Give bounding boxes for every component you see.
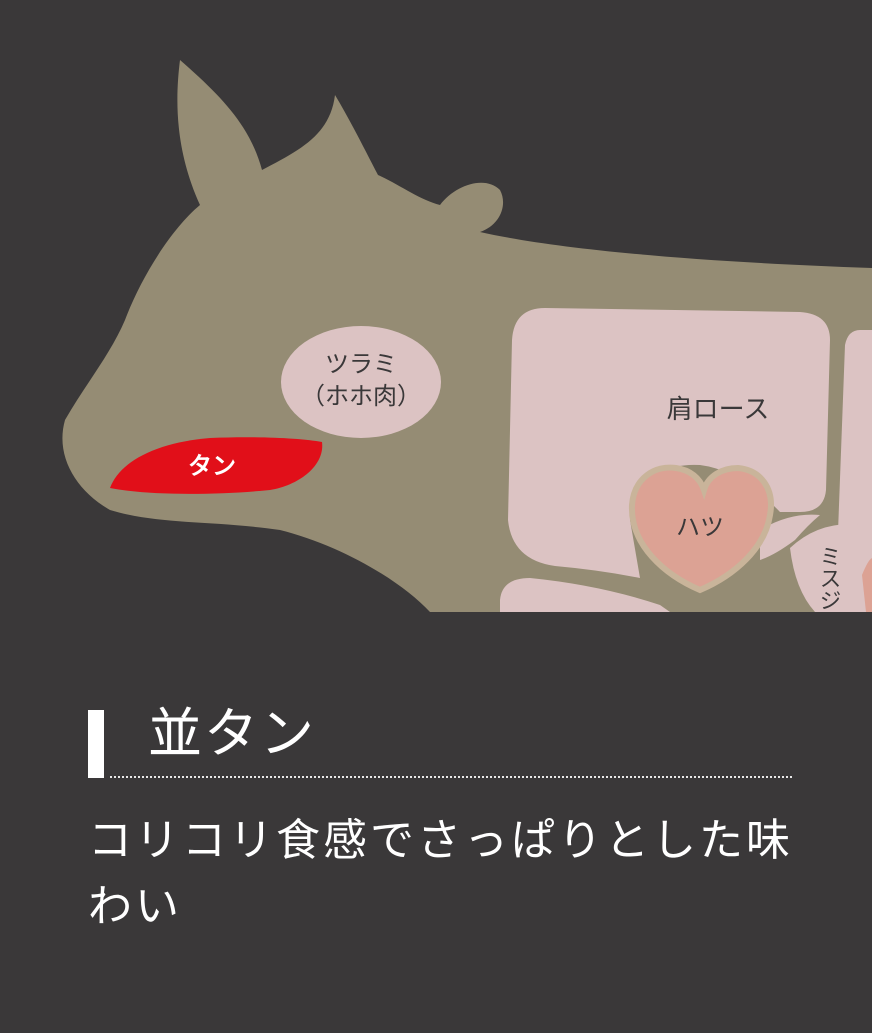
cut-rib-block[interactable] xyxy=(838,330,872,532)
cut-tsurami[interactable] xyxy=(281,326,441,438)
cut-zabuton-hint xyxy=(862,558,872,612)
cut-connector xyxy=(760,514,820,560)
heading-dotted-divider xyxy=(110,776,792,778)
heading-accent-bar xyxy=(88,710,104,778)
description-text: コリコリ食感でさっぱりとした味わい xyxy=(88,815,793,932)
cut-kata-rosu[interactable] xyxy=(508,308,830,578)
beef-cut-diagram: ツラミ （ホホ肉） タン 肩ロース ハツ ミスジ xyxy=(62,60,872,612)
cut-tan-highlight[interactable] xyxy=(110,437,323,494)
section-heading: 並タン xyxy=(88,700,792,782)
label-misuji: ミスジ xyxy=(816,545,841,611)
cut-hatsu-heart[interactable] xyxy=(628,464,774,594)
label-tan: タン xyxy=(188,452,236,480)
cut-lower-chuck[interactable] xyxy=(500,578,670,612)
label-kata-rosu: 肩ロース xyxy=(667,395,770,425)
label-tsurami-line2: （ホホ肉） xyxy=(301,382,421,410)
label-hatsu: ハツ xyxy=(676,513,724,541)
cut-misuji[interactable] xyxy=(790,524,872,612)
label-tsurami-line1: ツラミ xyxy=(325,350,397,378)
heading-title: 並タン xyxy=(148,702,316,765)
